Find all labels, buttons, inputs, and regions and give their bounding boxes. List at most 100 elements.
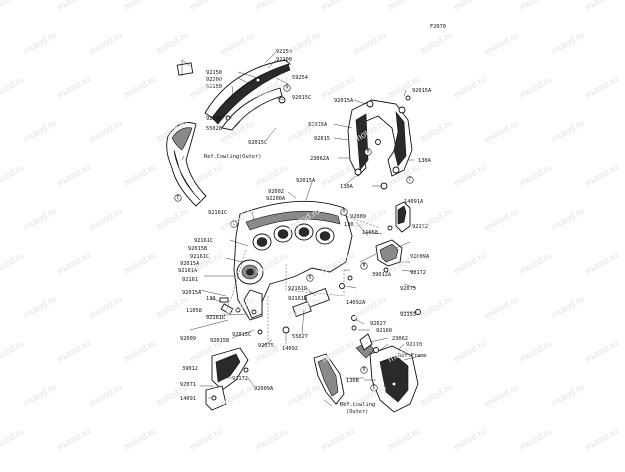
deflector-lower-part bbox=[221, 87, 283, 131]
svg-text:C: C bbox=[409, 177, 412, 183]
part-label: 92015B bbox=[188, 246, 207, 252]
inner-cowling-group bbox=[233, 200, 353, 321]
part-label: Ref.Cowling bbox=[340, 402, 375, 408]
callout-b-top: B bbox=[364, 148, 372, 156]
part-label: 14092A bbox=[346, 300, 366, 306]
svg-text:D: D bbox=[363, 367, 366, 373]
part-label: 92015 bbox=[314, 136, 330, 142]
svg-text:D: D bbox=[309, 275, 312, 281]
part-label: 92161B bbox=[206, 315, 225, 321]
part-label: 92009A bbox=[410, 254, 430, 260]
part-label: 92200 bbox=[276, 57, 292, 63]
callout-a-mid: A bbox=[340, 208, 348, 216]
part-label: 92075 bbox=[258, 343, 274, 349]
part-label: Ref.Cowling(Outer) bbox=[204, 154, 261, 160]
callout-a-top: A bbox=[283, 84, 291, 92]
part-label: 92200A bbox=[266, 196, 286, 202]
cowling-outer-top-group bbox=[166, 122, 207, 207]
part-label: 39012A bbox=[372, 272, 392, 278]
callout-d-mid: D bbox=[306, 274, 314, 282]
part-label: 59254 bbox=[292, 75, 308, 81]
callout-c-mid: C bbox=[230, 220, 238, 228]
part-label: 92161A bbox=[178, 268, 198, 274]
part-label: 14091 bbox=[180, 396, 196, 402]
leader-lines bbox=[181, 51, 421, 407]
part-label: 92009 bbox=[180, 336, 196, 342]
part-label: Ref.Frame bbox=[398, 353, 427, 359]
part-label: 130 bbox=[344, 222, 354, 228]
part-label: 92161C bbox=[208, 210, 227, 216]
part-label: 92071 bbox=[180, 382, 196, 388]
part-label: 130B bbox=[346, 378, 359, 384]
svg-text:E: E bbox=[177, 195, 180, 201]
part-label: 92015A bbox=[182, 290, 202, 296]
svg-text:A: A bbox=[343, 209, 346, 215]
part-label: 55027 bbox=[292, 334, 308, 340]
bracket-39012a-group bbox=[359, 239, 403, 267]
part-label: 92172 bbox=[412, 224, 428, 230]
part-label: 92015C bbox=[248, 140, 267, 146]
part-label: 92015A bbox=[308, 122, 328, 128]
part-label: (Outer) bbox=[346, 409, 368, 415]
part-label: 92200 bbox=[206, 116, 222, 122]
part-label: 92172 bbox=[410, 270, 426, 276]
bracket-14091a-group bbox=[395, 201, 411, 233]
part-label: 55028 bbox=[206, 126, 222, 132]
windshield-stay-group bbox=[176, 59, 291, 131]
part-label: 92075 bbox=[400, 286, 416, 292]
part-label: 92015A bbox=[180, 261, 200, 267]
part-label: 92153 bbox=[400, 312, 416, 318]
callout-c-top: C bbox=[406, 176, 414, 184]
callout-markers: A E B C A C D B D E bbox=[174, 84, 414, 392]
part-label: 11058 bbox=[186, 308, 202, 314]
lower-cowling-group bbox=[313, 353, 349, 405]
part-label: 92210 bbox=[406, 342, 422, 348]
callout-b-mid: B bbox=[360, 262, 368, 270]
svg-text:C: C bbox=[233, 221, 236, 227]
part-label: 92009 bbox=[350, 214, 366, 220]
part-label: 92150 bbox=[206, 70, 222, 76]
callout-e-top: E bbox=[174, 194, 182, 202]
part-label: 92161C bbox=[190, 254, 209, 260]
part-label: 39012 bbox=[182, 366, 198, 372]
svg-text:B: B bbox=[367, 149, 370, 155]
part-label: 14091A bbox=[404, 199, 424, 205]
callout-d-low: D bbox=[360, 366, 368, 374]
part-label: 92172 bbox=[232, 376, 248, 382]
part-label: 92015B bbox=[210, 338, 229, 344]
part-label: 92009A bbox=[254, 386, 274, 392]
part-label: 14092 bbox=[282, 346, 298, 352]
figure-code: F2070 bbox=[430, 24, 446, 30]
clips-group bbox=[219, 225, 421, 359]
part-label: 23062A bbox=[310, 156, 330, 162]
lower-left-bracket-group bbox=[205, 347, 249, 411]
upper-frame-stay-group bbox=[347, 95, 413, 190]
small-bracket-part bbox=[176, 62, 194, 76]
part-label: 11058 bbox=[362, 230, 378, 236]
part-label: 92015C bbox=[232, 332, 251, 338]
part-label: 92150 bbox=[276, 49, 292, 55]
part-label: 92015C bbox=[292, 95, 311, 101]
part-label: 92161D bbox=[288, 296, 307, 302]
part-label: 92015A bbox=[296, 178, 316, 184]
windshield-deflector-part bbox=[204, 59, 291, 119]
part-label: 92161D bbox=[288, 286, 307, 292]
svg-text:B: B bbox=[363, 263, 366, 269]
part-label: 92002 bbox=[268, 189, 284, 195]
svg-text:E: E bbox=[373, 385, 376, 391]
svg-text:A: A bbox=[286, 85, 289, 91]
part-label: 23062 bbox=[392, 336, 408, 342]
part-label: 92027 bbox=[370, 321, 386, 327]
part-label: 92161C bbox=[194, 238, 213, 244]
part-label: 92160 bbox=[376, 328, 392, 334]
part-label: 130A bbox=[418, 158, 432, 164]
part-number-labels: 92150 92200 92150 92200 92150 59254 9220… bbox=[178, 49, 432, 415]
part-label: 92150 bbox=[206, 84, 222, 90]
part-label: 92161 bbox=[182, 277, 198, 283]
part-label: 92200 bbox=[206, 77, 222, 83]
part-label: 130A bbox=[340, 184, 354, 190]
part-label: 92015A bbox=[334, 98, 354, 104]
part-label: 130 bbox=[206, 296, 216, 302]
